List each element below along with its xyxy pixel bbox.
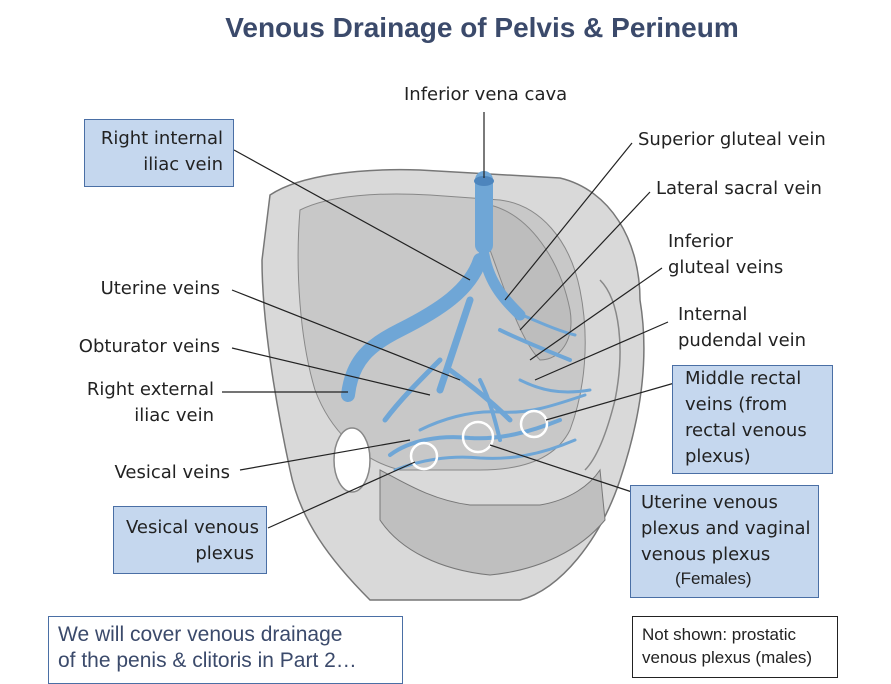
right-rim — [584, 279, 621, 471]
box-right-internal-iliac: Right internal iliac vein — [84, 119, 234, 187]
box-uterine-plexus-line-1: Uterine venous — [641, 492, 778, 513]
leader-superior-gluteal — [504, 142, 633, 301]
note-part-2-line-2: of the penis & clitoris in Part 2… — [58, 649, 357, 672]
leader-uterine-veins — [231, 289, 461, 381]
plexus-4 — [518, 378, 592, 394]
leader-obturator — [231, 347, 431, 396]
box-right-internal-line-2: iliac vein — [143, 154, 223, 175]
label-lateral-sacral-vein: Lateral sacral vein — [656, 178, 822, 199]
leader-inferior-gluteal — [529, 267, 663, 361]
box-middle-rectal-veins: Middle rectal veins (from rectal venous … — [672, 365, 833, 474]
label-internal-pudendal-2: pudendal vein — [678, 330, 807, 351]
box-uterine-plexus-line-2: plexus and vaginal — [641, 518, 811, 539]
box-middle-rectal-line-1: Middle rectal — [685, 368, 802, 389]
box-uterine-venous-plexus: Uterine venous plexus and vaginal venous… — [630, 485, 819, 598]
label-right-external-2: iliac vein — [134, 405, 214, 426]
box-vesical-venous-plexus: Vesical venous plexus — [113, 506, 267, 574]
leader-lateral-sacral — [519, 191, 651, 331]
label-uterine-veins: Uterine veins — [100, 278, 220, 299]
leader-vesical-plexus — [267, 461, 416, 529]
box-right-internal-line-1: Right internal — [100, 128, 223, 149]
label-right-external-1: Right external — [86, 379, 214, 400]
box-uterine-plexus-line-4: (Females) — [675, 569, 752, 588]
label-internal-pudendal-1: Internal — [678, 304, 748, 325]
note-not-shown-line-1: Not shown: prostatic — [642, 625, 797, 644]
box-middle-rectal-line-4: plexus) — [685, 446, 751, 467]
box-middle-rectal-line-2: veins (from — [685, 394, 788, 415]
label-vesical-veins: Vesical veins — [114, 462, 230, 483]
box-vesical-plexus-line-2: plexus — [195, 543, 254, 564]
note-part-2-line-1: We will cover venous drainage — [58, 623, 343, 646]
leader-vesical-veins — [239, 439, 411, 471]
vesical-plexus-circle — [409, 441, 439, 471]
box-vesical-plexus-line-1: Vesical venous — [126, 517, 259, 538]
note-not-shown-line-2: venous plexus (males) — [642, 648, 813, 667]
obturator-foramen — [333, 427, 371, 493]
label-inferior-gluteal-1: Inferior — [668, 231, 733, 252]
note-not-shown: Not shown: prostatic venous plexus (male… — [632, 616, 838, 678]
leader-right-internal — [233, 149, 471, 281]
label-superior-gluteal-vein: Superior gluteal vein — [638, 129, 826, 150]
common-iliac-left — [341, 253, 487, 402]
note-part-2: We will cover venous drainage of the pen… — [48, 616, 403, 684]
leader-internal-pudendal — [534, 321, 669, 381]
label-inferior-vena-cava: Inferior vena cava — [404, 84, 568, 105]
ivc-top — [474, 176, 494, 186]
label-obturator-veins: Obturator veins — [78, 336, 220, 357]
branch-3 — [498, 328, 572, 362]
internal-iliac — [436, 296, 474, 394]
box-uterine-plexus-line-3: venous plexus — [641, 544, 771, 565]
plexus-2 — [393, 438, 577, 472]
uterine-plexus-circle — [461, 420, 495, 454]
leader-uterine-plexus — [489, 444, 633, 493]
plexus-1 — [388, 418, 562, 457]
label-inferior-gluteal-2: gluteal veins — [668, 257, 784, 278]
box-middle-rectal-line-3: rectal venous — [685, 420, 807, 441]
branch-4 — [508, 308, 577, 337]
rectal-plexus-circle — [519, 409, 549, 439]
branch-2 — [447, 367, 513, 423]
plexus-3 — [418, 393, 587, 432]
pelvic-floor — [379, 468, 606, 576]
page-title: Venous Drainage of Pelvis & Perineum — [225, 12, 739, 43]
leader-middle-rectal — [545, 381, 679, 421]
